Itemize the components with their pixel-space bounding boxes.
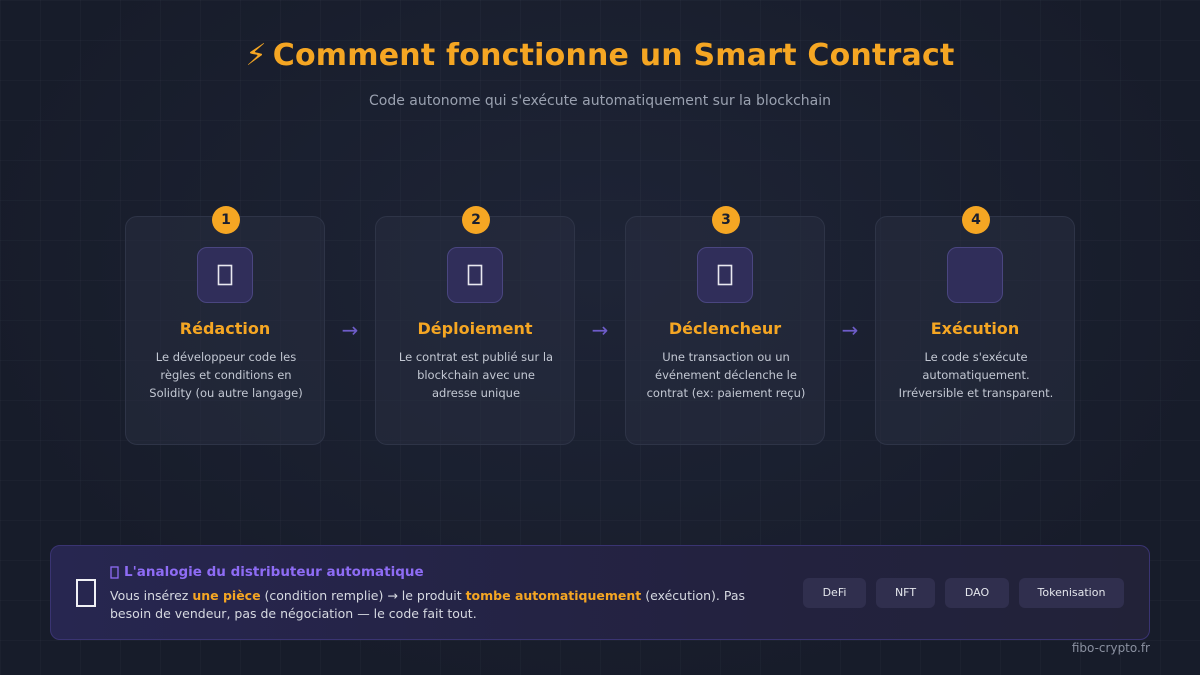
steps-flow: 1 Rédaction Le développeur code les règl… [125,206,1075,445]
upload-icon [467,264,483,286]
tag-list: DeFi NFT DAO Tokenisation [803,578,1124,608]
step-card-2: 2 Déploiement Le contrat est publié sur … [375,206,575,445]
analogy-text-part: (condition remplie) → le produit [260,588,466,603]
step-description: Une transaction ou un événement déclench… [646,350,806,400]
step-title: Exécution [930,319,1020,338]
analogy-text-part: (exécution). Pas besoin de vendeur, pas … [110,588,746,621]
step-icon-box [197,247,253,303]
step-icon-box [447,247,503,303]
step-number-badge: 4 [962,206,990,234]
site-watermark: fibo-crypto.fr [1071,641,1150,655]
step-title: Déploiement [417,319,533,338]
page-title: ⚡Comment fonctionne un Smart Contract [0,38,1200,73]
analogy-title: L'analogie du distributeur automatique [110,564,424,580]
step-number-badge: 1 [212,206,240,234]
analogy-text-part: Vous insérez [110,588,193,603]
step-description: Le code s'exécute automatiquement. Irrév… [898,350,1054,400]
step-card-1: 1 Rédaction Le développeur code les règl… [125,206,325,445]
step-icon-box [697,247,753,303]
step-number-badge: 3 [712,206,740,234]
tag-tokenisation: Tokenisation [1019,578,1124,608]
step-description: Le contrat est publié sur la blockchain … [398,350,554,400]
analogy-text: Vous insérez une pièce (condition rempli… [110,587,790,623]
page-title-text: Comment fonctionne un Smart Contract [272,38,955,73]
analogy-panel: L'analogie du distributeur automatique V… [50,545,1150,640]
step-card-3: 3 Déclencheur Une transaction ou un évén… [625,206,825,445]
step-title: Déclencheur [668,319,782,338]
tag-nft: NFT [876,578,935,608]
step-card-4: 4 Exécution Le code s'exécute automatiqu… [875,206,1075,445]
arrow-right-icon: → [841,318,859,342]
arrow-right-icon: → [341,318,359,342]
analogy-highlight: une pièce [192,588,261,603]
lightbulb-icon [110,565,119,579]
step-title: Rédaction [179,319,271,338]
vending-machine-icon [76,579,96,607]
page-subtitle: Code autonome qui s'exécute automatiquem… [368,93,832,109]
lightning-icon: ⚡ [245,38,267,73]
lightning-icon [717,264,733,286]
analogy-title-text: L'analogie du distributeur automatique [124,564,424,580]
tag-defi: DeFi [803,578,866,608]
pencil-icon [217,264,233,286]
step-icon-box [947,247,1003,303]
tag-dao: DAO [945,578,1009,608]
step-number-badge: 2 [462,206,490,234]
arrow-right-icon: → [591,318,609,342]
step-description: Le développeur code les règles et condit… [149,350,303,400]
analogy-highlight: tombe automatiquement [465,588,642,603]
